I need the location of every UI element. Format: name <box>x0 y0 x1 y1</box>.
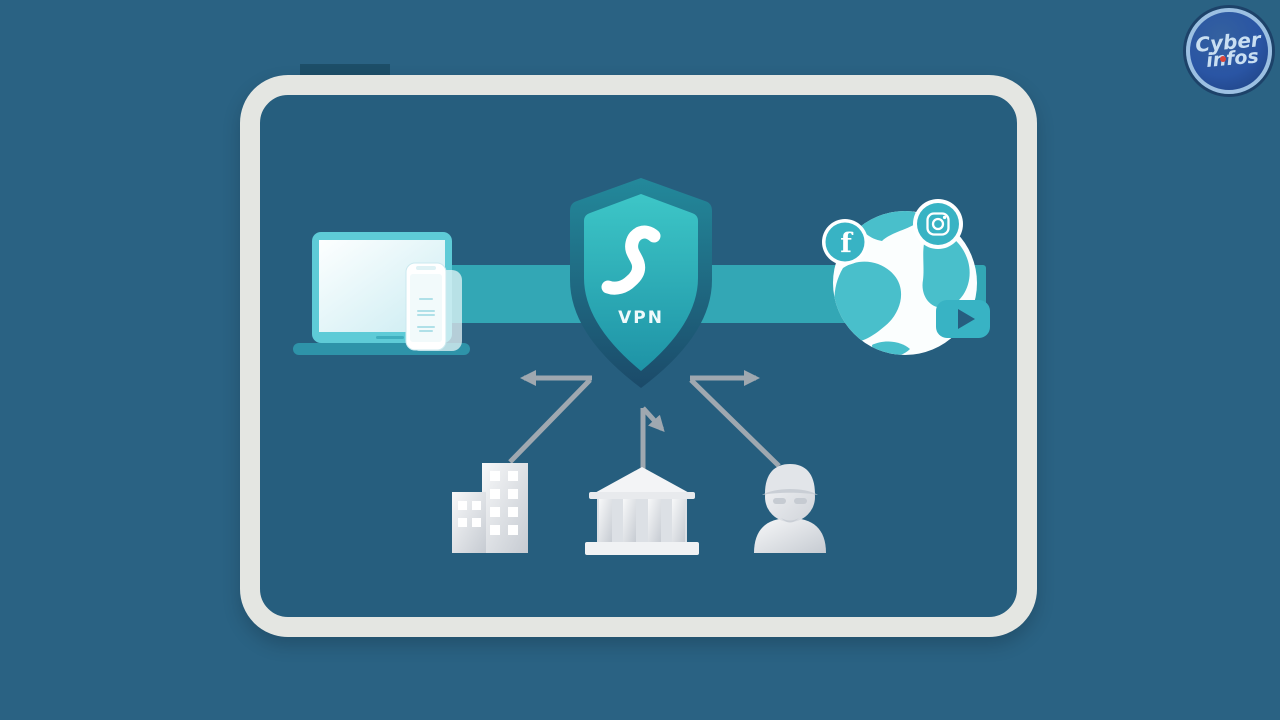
vpn-diagram: f <box>293 178 990 555</box>
instagram-icon <box>913 199 963 249</box>
vpn-shield-icon <box>570 178 712 388</box>
smartphone-icon <box>405 262 462 351</box>
vpn-label: VPN <box>618 308 664 328</box>
logo-text: Cyber infos <box>1195 27 1263 73</box>
surfshark-s-logo-icon <box>601 225 661 295</box>
office-building-icon <box>452 463 528 553</box>
logo-red-dot-icon <box>1220 56 1226 62</box>
illustration-stage: f <box>260 95 1017 617</box>
logo-line2: infos <box>1205 45 1260 73</box>
top-notch-bar <box>300 64 390 77</box>
right-blocked-arrow <box>689 370 781 468</box>
svg-text:f: f <box>840 228 854 259</box>
cyber-infos-logo: Cyber infos <box>1186 8 1272 94</box>
hacker-icon <box>754 464 826 553</box>
youtube-icon <box>936 300 990 338</box>
facebook-icon: f <box>822 219 868 265</box>
bank-icon <box>585 467 699 555</box>
left-blocked-arrow <box>508 370 592 464</box>
